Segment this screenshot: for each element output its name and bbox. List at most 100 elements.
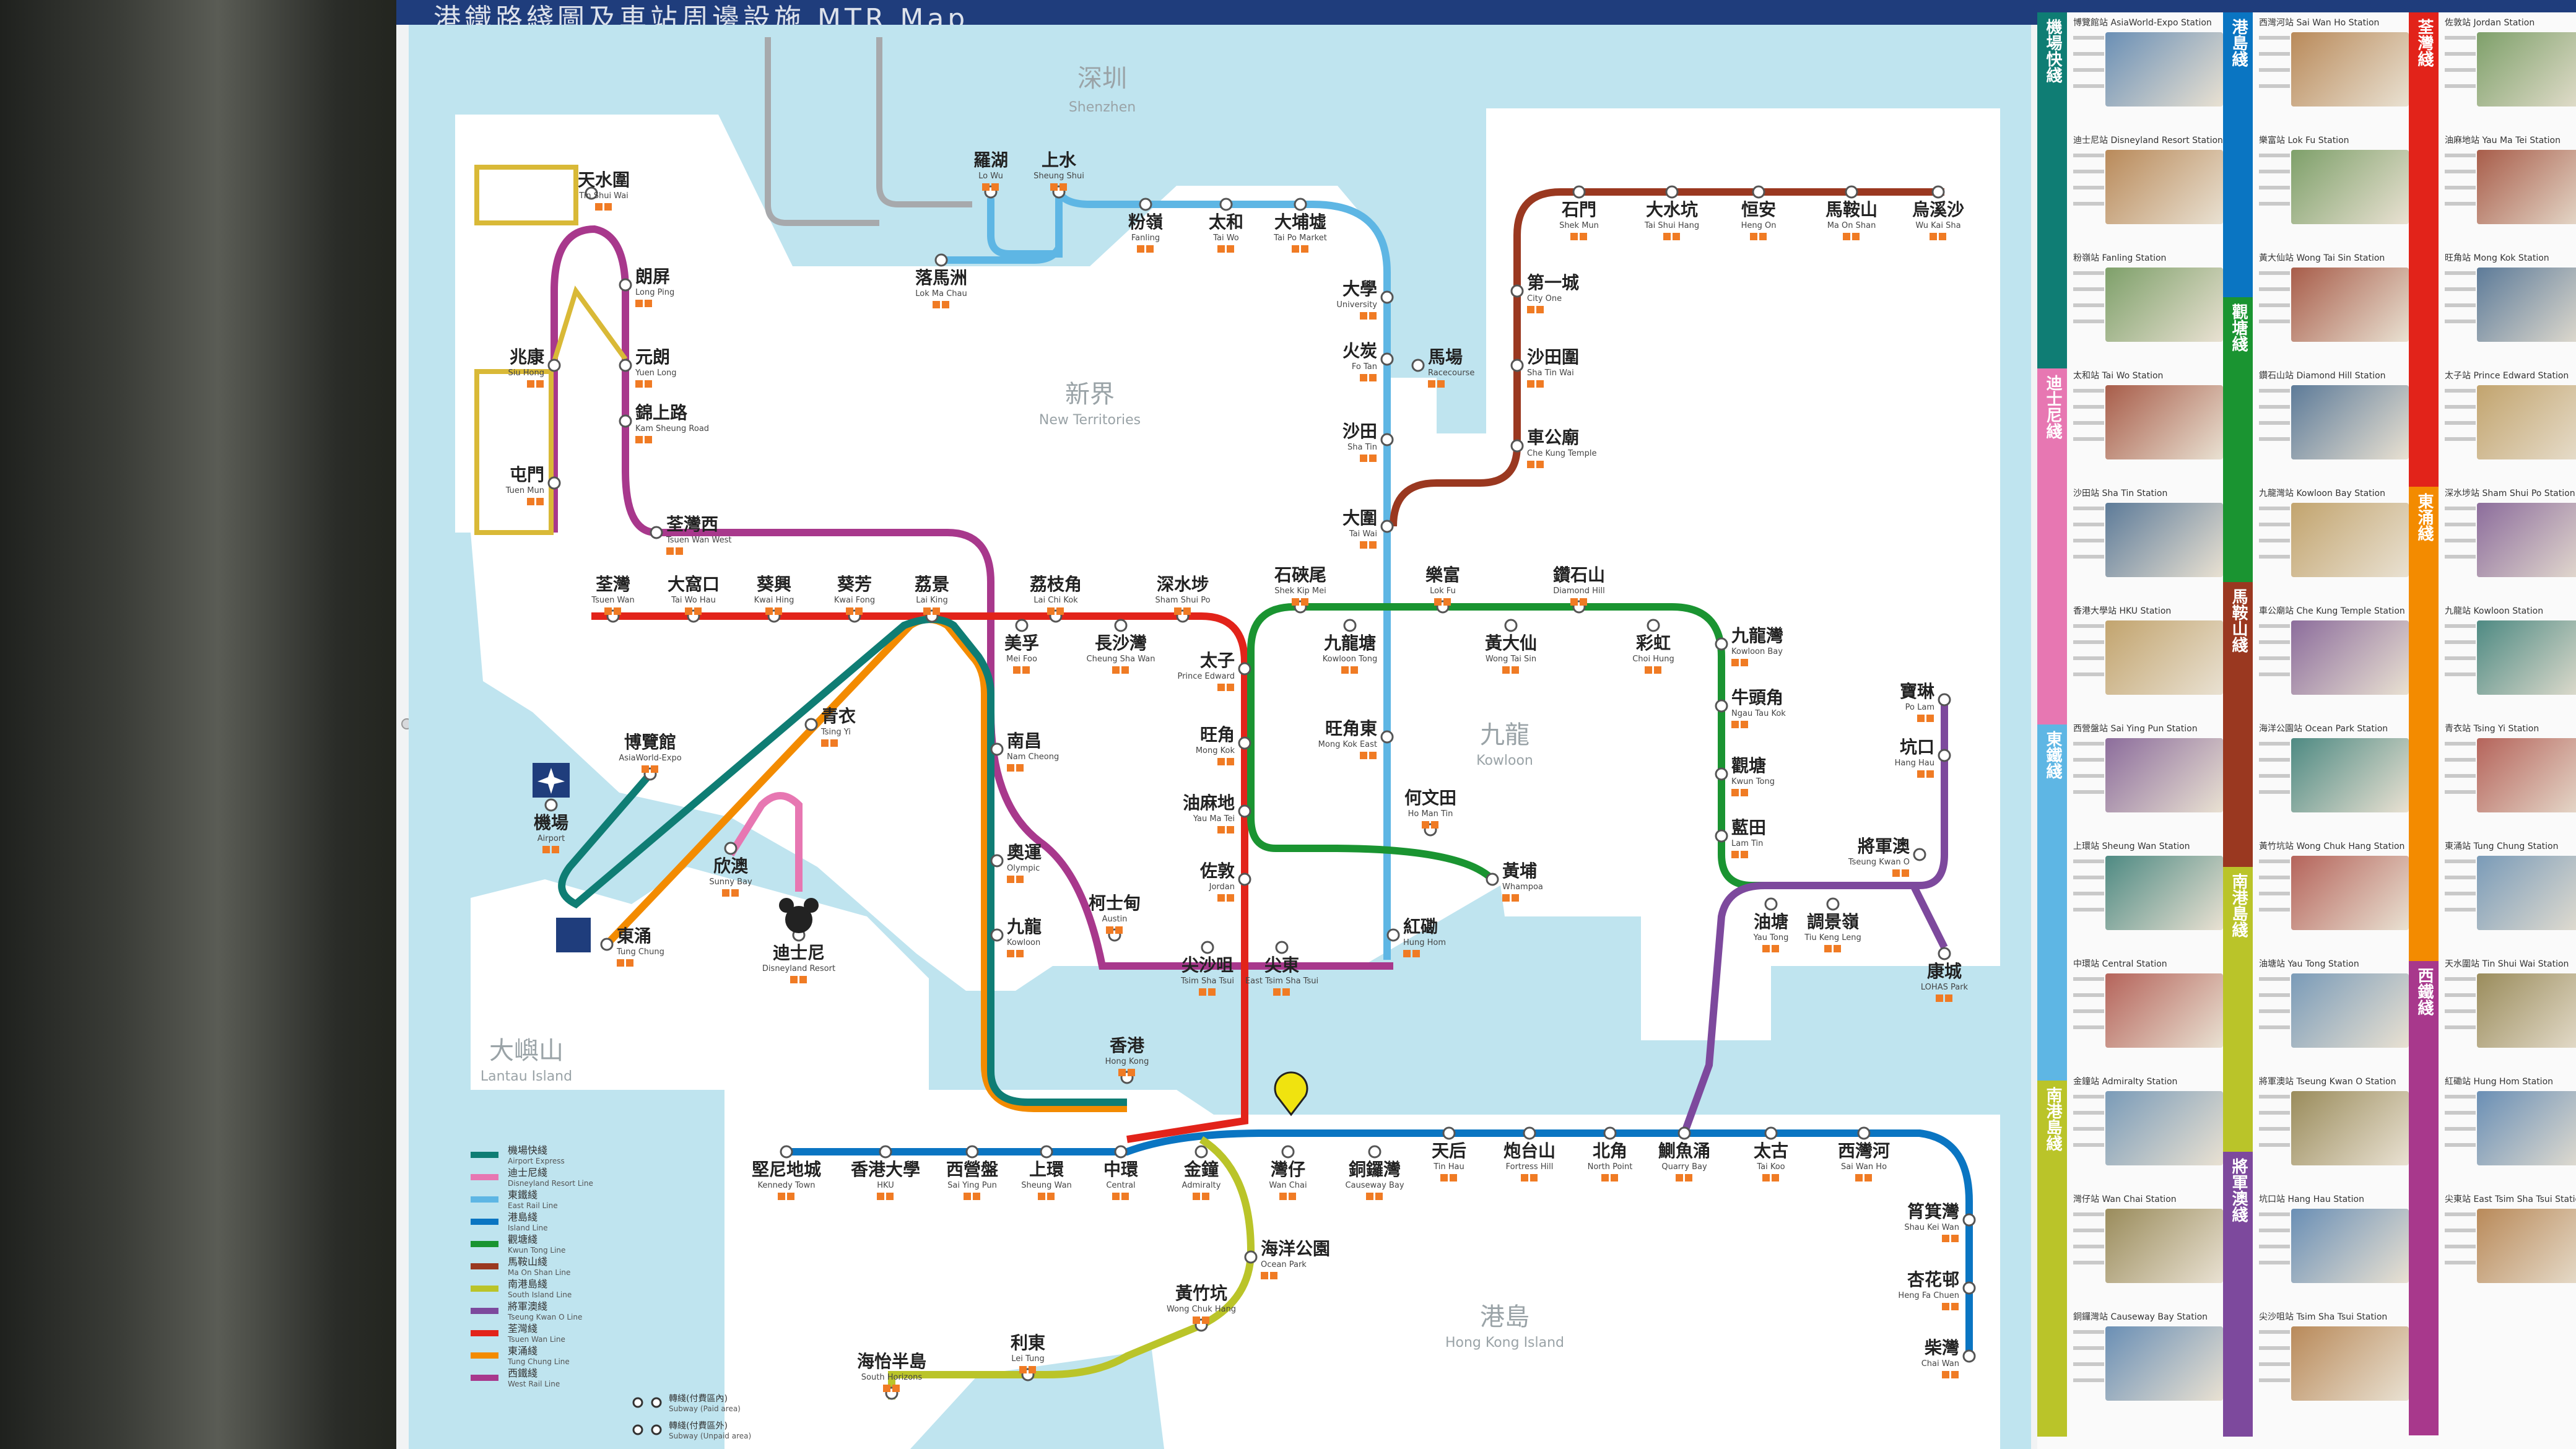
station-marker[interactable] [544, 798, 558, 812]
station-marker[interactable] [1715, 829, 1728, 843]
station-marker[interactable] [1194, 1145, 1208, 1159]
station-marker[interactable] [585, 186, 598, 200]
panel-facility-row [2445, 993, 2476, 997]
station-marker[interactable] [1764, 897, 1778, 911]
station-marker[interactable] [1962, 1281, 1976, 1295]
station-marker[interactable] [1486, 872, 1499, 886]
station-marker[interactable] [1647, 619, 1660, 632]
station-marker[interactable] [780, 1145, 793, 1159]
station-marker[interactable] [1931, 185, 1945, 199]
legend-label-en: West Rail Line [508, 1380, 560, 1388]
station-marker[interactable] [1603, 1126, 1617, 1140]
station-marker[interactable] [1040, 1145, 1053, 1159]
station-facility-badge [536, 380, 544, 388]
station-facility-badge [1403, 950, 1411, 957]
station-marker[interactable] [1114, 619, 1128, 632]
station-marker[interactable] [724, 842, 738, 855]
station-marker[interactable] [1665, 185, 1679, 199]
station-marker[interactable] [1938, 947, 1951, 960]
station-marker[interactable] [1238, 662, 1251, 676]
station-name-en: Lei Tung [1011, 1354, 1044, 1364]
station-facility-badge [1580, 233, 1587, 240]
hong-kong-island-land [724, 1090, 2000, 1449]
station-marker[interactable] [547, 476, 561, 490]
station-facility-badge [1521, 1174, 1528, 1181]
station-marker[interactable] [879, 1145, 892, 1159]
station-name-zh: 石門 [1561, 199, 1596, 220]
station-marker[interactable] [1523, 1126, 1536, 1140]
station-marker[interactable] [1510, 439, 1524, 453]
station-marker[interactable] [1845, 185, 1858, 199]
panel-facility-row [2259, 421, 2290, 425]
station-marker[interactable] [1938, 749, 1951, 762]
station-name-zh: 利東 [1011, 1333, 1045, 1353]
station-marker[interactable] [1219, 198, 1233, 211]
station-marker[interactable] [1962, 1349, 1976, 1363]
region-shenzhen-en: Shenzhen [1069, 100, 1136, 115]
station-facility-badge [1270, 1272, 1277, 1279]
station-marker[interactable] [1411, 359, 1425, 372]
station-marker[interactable] [1114, 1145, 1128, 1159]
station-facility-badge [886, 1193, 894, 1200]
station-marker[interactable] [1238, 804, 1251, 818]
station-marker[interactable] [1380, 352, 1394, 366]
station-name-en: Lai Chi Kok [1033, 596, 1078, 605]
station-name-zh: 中環 [1103, 1159, 1139, 1180]
station-marker[interactable] [1380, 433, 1394, 446]
legend-label-en: Tung Chung Line [507, 1357, 570, 1366]
station-marker[interactable] [1294, 198, 1307, 211]
tsing-yi-land [755, 669, 879, 805]
station-marker[interactable] [1504, 619, 1518, 632]
station-marker[interactable] [1238, 872, 1251, 886]
station-facility-badge [1174, 607, 1181, 615]
station-marker[interactable] [1380, 290, 1394, 304]
station-marker[interactable] [1510, 359, 1524, 372]
station-marker[interactable] [1938, 693, 1951, 707]
station-marker[interactable] [1572, 185, 1586, 199]
station-name-en: Wong Chuk Hang [1167, 1305, 1236, 1314]
panel-line-strip: 西鐵綫 [2409, 961, 2439, 1435]
station-marker[interactable] [1715, 767, 1728, 781]
station-marker[interactable] [1201, 941, 1214, 954]
station-marker[interactable] [1139, 198, 1152, 211]
station-marker[interactable] [804, 718, 818, 731]
station-facility-badge [1128, 1069, 1135, 1076]
station-marker[interactable] [1510, 284, 1524, 298]
station-marker[interactable] [1752, 185, 1765, 199]
station-marker[interactable] [619, 278, 632, 292]
station-marker[interactable] [1244, 1250, 1258, 1264]
station-marker[interactable] [547, 359, 561, 372]
station-marker[interactable] [934, 253, 948, 267]
station-marker[interactable] [619, 414, 632, 428]
station-facility-badge [1341, 666, 1349, 674]
station-marker[interactable] [965, 1145, 979, 1159]
station-marker[interactable] [1275, 941, 1289, 954]
station-marker[interactable] [1913, 848, 1926, 861]
station-marker[interactable] [1764, 1126, 1778, 1140]
station-facility-badge [790, 976, 798, 983]
station-marker[interactable] [1826, 897, 1840, 911]
station-marker[interactable] [990, 928, 1004, 942]
station-marker[interactable] [650, 526, 663, 539]
station-marker[interactable] [1386, 928, 1400, 942]
station-marker[interactable] [1857, 1126, 1871, 1140]
panel-station-caption: 黃竹坑站 Wong Chuk Hang Station [2259, 842, 2405, 851]
station-name-zh: 西營盤 [946, 1159, 999, 1180]
station-marker[interactable] [1442, 1126, 1456, 1140]
station-marker[interactable] [1380, 520, 1394, 533]
station-marker[interactable] [1380, 730, 1394, 744]
station-marker[interactable] [1368, 1145, 1382, 1159]
station-marker[interactable] [619, 359, 632, 372]
station-marker[interactable] [990, 854, 1004, 868]
station-marker[interactable] [600, 938, 614, 951]
station-marker[interactable] [1238, 736, 1251, 750]
station-marker[interactable] [1677, 1126, 1691, 1140]
station-marker[interactable] [1962, 1213, 1976, 1227]
station-marker[interactable] [1715, 699, 1728, 713]
station-marker[interactable] [1715, 637, 1728, 651]
region-new-territories: 新界 [1065, 380, 1115, 409]
station-marker[interactable] [1343, 619, 1357, 632]
station-marker[interactable] [990, 742, 1004, 756]
station-marker[interactable] [1015, 619, 1029, 632]
station-marker[interactable] [1281, 1145, 1295, 1159]
